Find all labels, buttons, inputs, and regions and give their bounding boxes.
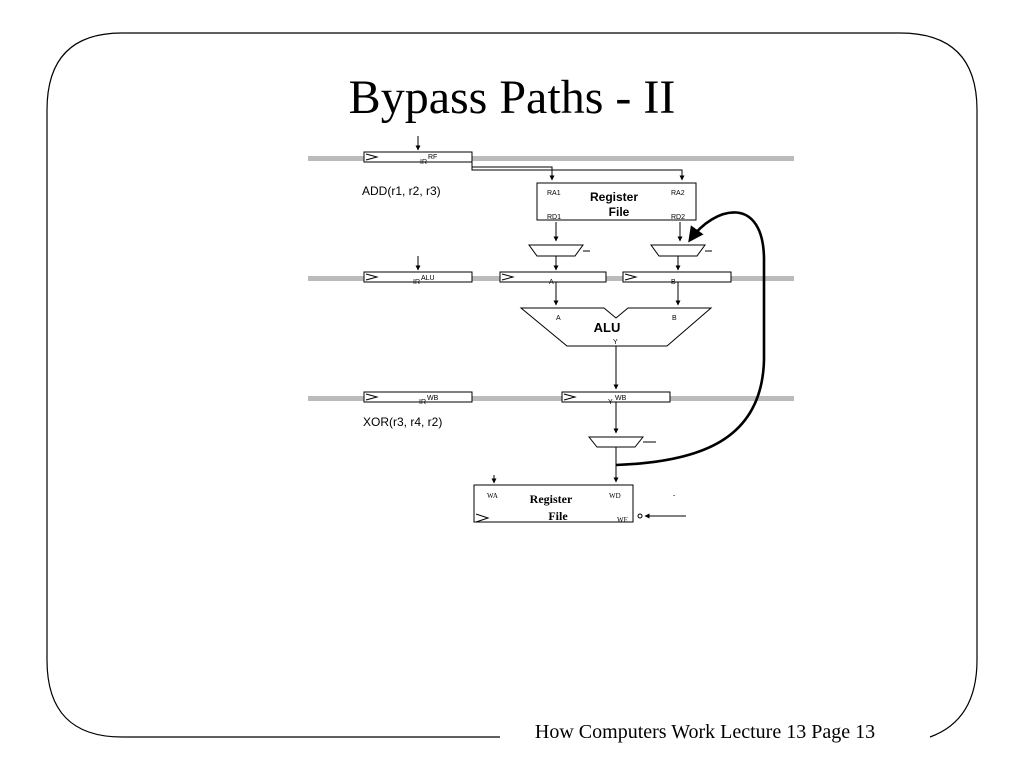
slide-title: Bypass Paths - II	[349, 71, 676, 124]
y-wb-label: Y	[608, 399, 613, 406]
b-register: B	[622, 271, 732, 286]
mux-b	[650, 244, 706, 257]
slide-frame	[46, 32, 978, 738]
mux-control-wires	[553, 250, 712, 271]
a-register: A	[499, 271, 607, 286]
instruction-xor: XOR(r3, r4, r2)	[363, 415, 442, 429]
alu-in-b: B	[672, 315, 677, 322]
pipeline-bar-wb	[308, 396, 794, 401]
pipeline-bar-rf	[308, 156, 794, 161]
mux-a	[528, 244, 584, 257]
rf-read-ra2: RA2	[671, 190, 685, 197]
alu-label: ALU	[594, 320, 621, 335]
rf-read-title-1: Register	[590, 190, 638, 204]
rf-read-rd2: RD2	[671, 214, 685, 221]
rf-write-title-2: File	[548, 509, 568, 523]
rf-write-wa: WA	[487, 492, 498, 500]
alu-out: Y	[613, 339, 618, 346]
rf-read-title-2: File	[609, 205, 630, 219]
ir-rf-register: IR RF	[363, 136, 473, 166]
ir-alu-stage: ALU	[421, 275, 435, 282]
register-file-write: Register File WA WD WE -	[473, 475, 686, 524]
we-inverter-bubble	[637, 513, 643, 519]
y-wb-stage: WB	[615, 395, 627, 402]
ir-rf-stage: RF	[428, 154, 437, 161]
mux-wb	[587, 436, 645, 448]
rf-write-mark: -	[673, 491, 676, 499]
alu: ALU A B Y	[519, 307, 713, 347]
read-data-wires	[553, 222, 683, 242]
ir-wb-register: IR WB	[363, 391, 473, 406]
rf-read-rd1: RD1	[547, 214, 561, 221]
alu-input-wires	[553, 282, 681, 306]
ir-wb-stage: WB	[427, 395, 439, 402]
register-file-read: Register File RA1 RA2 RD1 RD2	[536, 182, 697, 221]
a-register-label: A	[549, 279, 554, 286]
alu-in-a: A	[556, 315, 561, 322]
bypass-path	[615, 211, 766, 467]
ir-alu-label: IR	[413, 279, 420, 286]
ir-wb-label: IR	[419, 399, 426, 406]
slide-footer: How Computers Work Lecture 13 Page 13	[535, 721, 875, 743]
rf-write-title-1: Register	[530, 492, 573, 506]
rf-write-we: WE	[617, 516, 628, 524]
address-wires	[471, 162, 685, 181]
ir-rf-label: IR	[420, 159, 427, 166]
b-register-label: B	[671, 279, 676, 286]
rf-read-ra1: RA1	[547, 190, 561, 197]
instruction-add: ADD(r1, r2, r3)	[362, 184, 441, 198]
ir-alu-register: IR ALU	[363, 256, 473, 286]
rf-write-wd: WD	[609, 492, 621, 500]
